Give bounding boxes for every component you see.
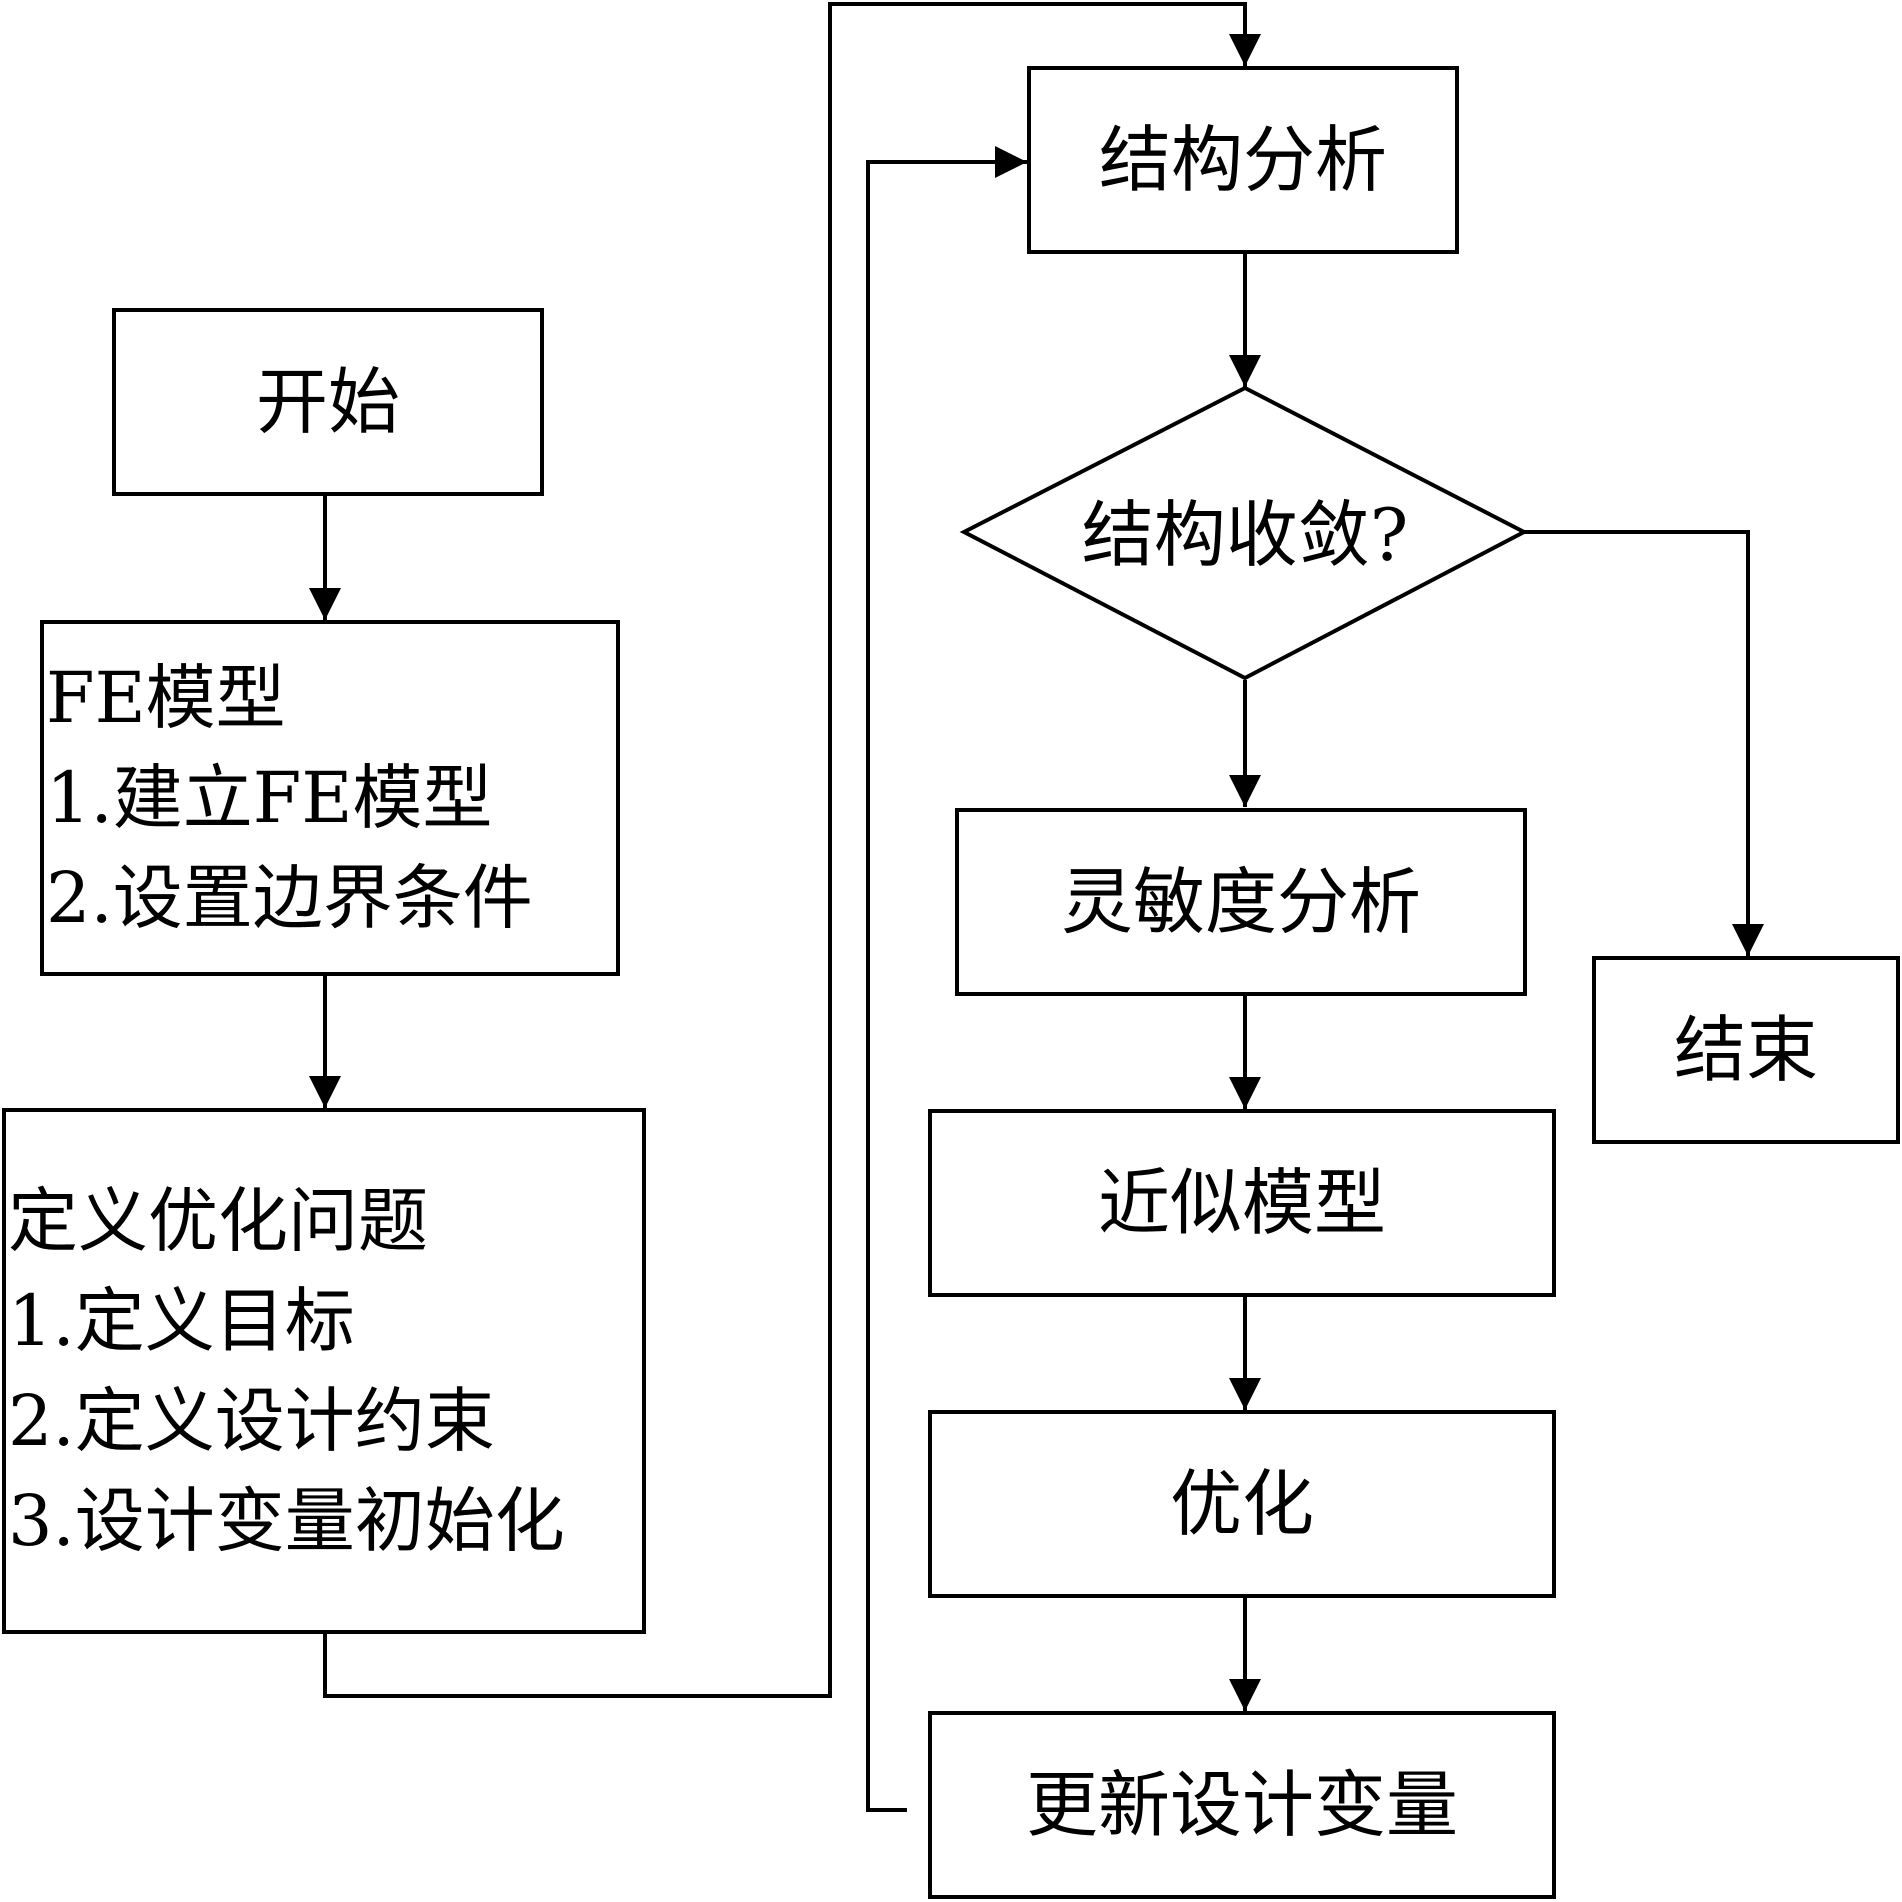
define-problem-step-1: 1.定义目标 xyxy=(8,1280,355,1362)
sensitivity-analysis-label: 灵敏度分析 xyxy=(1060,860,1421,944)
define-problem-box: 定义优化问题 1.定义目标 2.定义设计约束 3.设计变量初始化 xyxy=(2,1108,646,1634)
fe-model-step-2: 2.设置边界条件 xyxy=(46,857,533,939)
arrow-update-to-structural-analysis xyxy=(866,146,1027,1812)
end-box: 结束 xyxy=(1592,956,1900,1144)
arrow-define-to-structural-analysis xyxy=(323,2,1261,1698)
structural-analysis-label: 结构分析 xyxy=(1098,118,1387,202)
end-label: 结束 xyxy=(1673,1008,1818,1092)
convergence-label: 结构收敛? xyxy=(1081,493,1409,577)
fe-model-step-1: 1.建立FE模型 xyxy=(46,757,493,839)
sensitivity-analysis-box: 灵敏度分析 xyxy=(955,808,1527,996)
update-vars-box: 更新设计变量 xyxy=(928,1711,1556,1899)
arrow-diamond-to-end xyxy=(1524,530,1764,956)
optimize-box: 优化 xyxy=(928,1410,1556,1598)
convergence-diamond xyxy=(959,385,1529,681)
approx-model-box: 近似模型 xyxy=(928,1109,1556,1297)
start-box: 开始 xyxy=(112,308,544,496)
structural-analysis-box: 结构分析 xyxy=(1027,66,1459,254)
update-vars-label: 更新设计变量 xyxy=(1025,1763,1458,1847)
optimize-label: 优化 xyxy=(1169,1462,1314,1546)
fe-model-box: FE模型 1.建立FE模型 2.设置边界条件 xyxy=(40,620,620,976)
start-label: 开始 xyxy=(255,360,400,444)
define-problem-title: 定义优化问题 xyxy=(8,1180,428,1262)
fe-model-title: FE模型 xyxy=(46,657,286,739)
approx-model-label: 近似模型 xyxy=(1097,1161,1386,1245)
define-problem-step-3: 3.设计变量初始化 xyxy=(8,1480,565,1562)
define-problem-step-2: 2.定义设计约束 xyxy=(8,1380,495,1462)
